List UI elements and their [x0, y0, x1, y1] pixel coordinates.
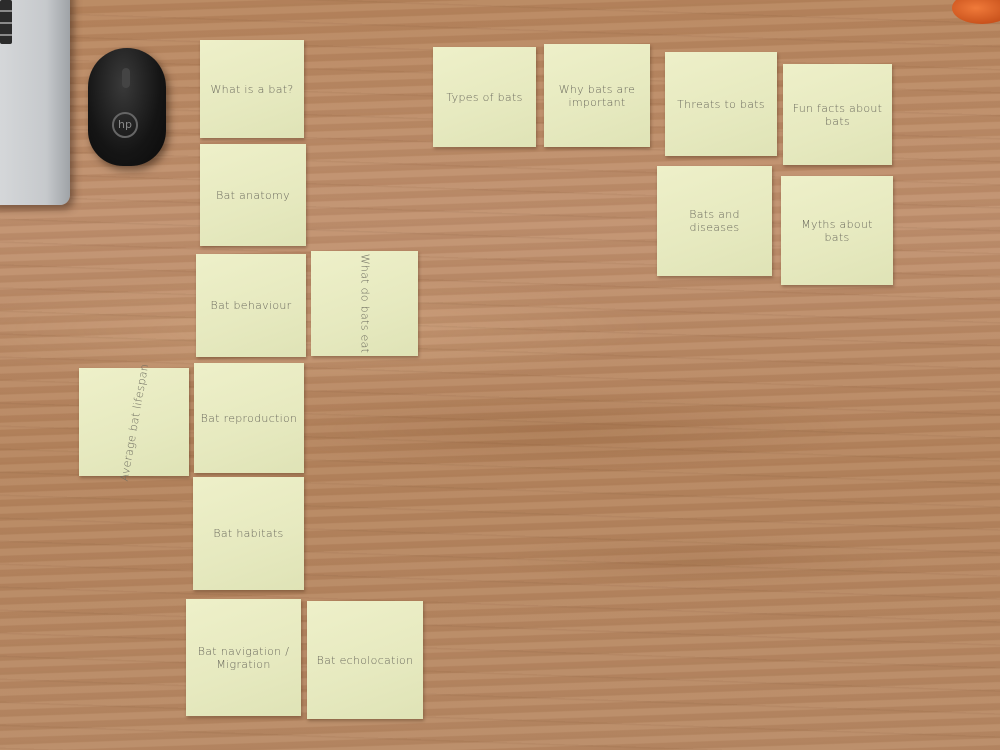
- sticky-note-why-bats-are-important: Why bats are important: [544, 44, 650, 147]
- note-label: Myths about bats: [801, 217, 873, 244]
- note-label: Threats to bats: [677, 97, 765, 111]
- note-label: Bat anatomy: [216, 188, 290, 202]
- sticky-note-bats-and-diseases: Bats and diseases: [657, 166, 772, 276]
- sticky-note-bat-navigation-migration: Bat navigation / Migration: [186, 599, 301, 716]
- note-label: What do bats eat: [358, 253, 371, 354]
- sticky-note-bat-reproduction: Bat reproduction: [194, 363, 304, 473]
- note-label: Average bat lifespan: [117, 362, 151, 482]
- sticky-note-myths-about-bats: Myths about bats: [781, 176, 893, 285]
- hp-logo: hp: [112, 112, 138, 138]
- computer-mouse: hp: [88, 48, 166, 166]
- sticky-note-bat-behaviour: Bat behaviour: [196, 254, 306, 357]
- note-label: Types of bats: [446, 90, 523, 104]
- note-label: Bats and diseases: [689, 208, 740, 234]
- keyboard-keys: [0, 0, 12, 44]
- sticky-note-fun-facts-about-bats: Fun facts about bats: [783, 64, 892, 165]
- sticky-note-what-is-a-bat: What is a bat?: [200, 40, 304, 138]
- sticky-note-average-bat-lifespan: Average bat lifespan: [79, 362, 189, 482]
- sticky-note-bat-habitats: Bat habitats: [193, 477, 304, 590]
- note-label: What is a bat?: [210, 82, 294, 96]
- sticky-note-what-do-bats-eat: What do bats eat: [311, 251, 418, 356]
- sticky-note-types-of-bats: Types of bats: [433, 47, 536, 147]
- sticky-note-threats-to-bats: Threats to bats: [665, 52, 777, 156]
- note-label: Bat habitats: [213, 527, 284, 540]
- sticky-note-bat-anatomy: Bat anatomy: [200, 144, 306, 246]
- note-label: Bat behaviour: [210, 299, 292, 312]
- note-label: Fun facts about bats: [792, 101, 883, 128]
- sticky-note-bat-echolocation: Bat echolocation: [307, 601, 423, 719]
- note-label: Bat echolocation: [316, 653, 414, 667]
- orange-object: [952, 0, 1000, 24]
- note-label: Bat reproduction: [200, 411, 298, 425]
- note-label: Bat navigation / Migration: [197, 644, 290, 671]
- scroll-wheel: [122, 68, 130, 88]
- laptop: [0, 0, 70, 205]
- note-label: Why bats are important: [558, 82, 636, 109]
